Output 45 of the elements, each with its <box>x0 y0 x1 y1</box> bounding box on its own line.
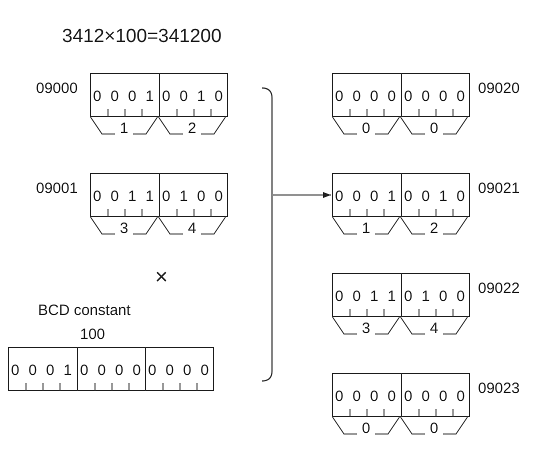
bit-values: 0 0 0 1 <box>11 363 72 378</box>
word-address: 09021 <box>478 181 520 196</box>
register-word <box>332 373 470 417</box>
bit-values: 0 0 0 0 <box>335 89 396 104</box>
bit-values: 0 0 0 1 <box>93 89 154 104</box>
register-word <box>332 273 470 317</box>
bit-values: 0 0 0 0 <box>148 363 209 378</box>
word-address: 09020 <box>478 81 520 96</box>
register-word <box>8 347 214 391</box>
digit-value: 4 <box>186 221 198 236</box>
bit-values: 0 1 0 0 <box>162 189 223 204</box>
bit-values: 0 0 1 1 <box>335 289 396 304</box>
arrow <box>272 192 332 198</box>
word-address: 09022 <box>478 281 520 296</box>
word-address: 09001 <box>36 181 78 196</box>
digit-value: 0 <box>428 421 440 436</box>
digit-value: 2 <box>186 121 198 136</box>
digit-value: 3 <box>360 321 372 336</box>
bit-values: 0 0 0 1 <box>335 189 396 204</box>
digit-value: 0 <box>428 121 440 136</box>
digit-value: 0 <box>360 121 372 136</box>
bit-values: 0 0 1 0 <box>404 189 465 204</box>
bit-values: 0 0 0 0 <box>404 389 465 404</box>
bit-values: 0 1 0 0 <box>404 289 465 304</box>
register-word <box>332 173 470 217</box>
constant-value: 100 <box>80 327 106 342</box>
word-address: 09000 <box>36 81 78 96</box>
bit-values: 0 0 1 0 <box>162 89 223 104</box>
register-word <box>332 73 470 117</box>
bit-values: 0 0 0 0 <box>80 363 141 378</box>
multiply-sign: × <box>155 266 168 288</box>
diagram-title: 3412×100=341200 <box>62 26 222 48</box>
digit-value: 1 <box>360 221 372 236</box>
bit-values: 0 0 0 0 <box>335 389 396 404</box>
digit-value: 4 <box>428 321 440 336</box>
register-word <box>90 73 228 117</box>
register-word <box>90 173 228 217</box>
bit-values: 0 0 0 0 <box>404 89 465 104</box>
digit-value: 2 <box>428 221 440 236</box>
constant-label: BCD constant <box>38 303 131 318</box>
digit-value: 0 <box>360 421 372 436</box>
digit-value: 1 <box>118 121 130 136</box>
word-address: 09023 <box>478 381 520 396</box>
bit-values: 0 0 1 1 <box>93 189 154 204</box>
digit-value: 3 <box>118 221 130 236</box>
